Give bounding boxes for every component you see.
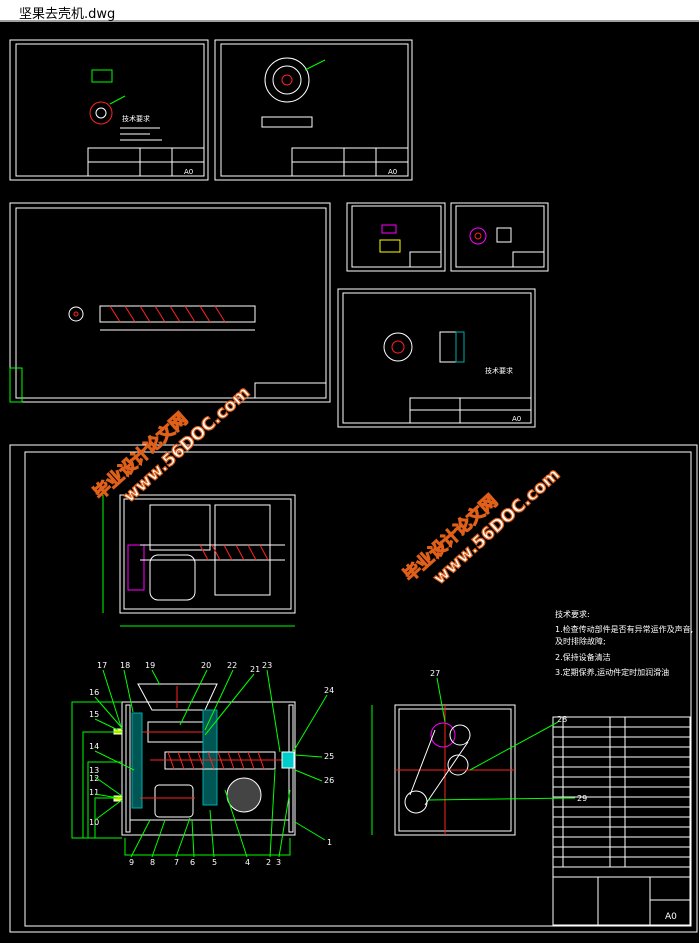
part-label: 28 (557, 715, 567, 724)
part-label: 6 (190, 858, 195, 867)
part-label: 10 (89, 818, 99, 827)
part-label: 21 (250, 665, 260, 674)
part-label: 2 (266, 858, 271, 867)
cad-drawing[interactable]: 技术要求 A0 A0 (0, 24, 699, 939)
part-label: 14 (89, 742, 99, 751)
side-view (371, 704, 516, 836)
tech-item: 及时排除故障; (555, 636, 606, 646)
drawing-canvas[interactable]: 技术要求 A0 A0 (0, 24, 699, 939)
sheet-assembly[interactable]: A0 技术要求: 1.检查传动部件是否有异常运作及声音, 及时排除故障; 2.保… (9, 444, 698, 933)
tech-title: 技术要求: (555, 609, 590, 619)
main-sheet-size: A0 (665, 912, 677, 922)
part-label: 12 (89, 774, 99, 783)
sheet-6[interactable]: 技术要求 A0 (337, 288, 536, 428)
tech-item: 2.保持设备清洁 (555, 652, 611, 662)
part-label: 9 (129, 858, 134, 867)
title-bar: 坚果去壳机.dwg (0, 0, 699, 22)
part-label: 27 (430, 669, 440, 678)
tech-item: 3.定期保养,运动件定时加润滑油 (555, 667, 669, 677)
sheet-1[interactable]: 技术要求 A0 (9, 39, 209, 181)
part-labels: 1 2 3 4 5 6 7 8 9 10 11 12 13 14 15 16 1… (89, 661, 587, 867)
part-label: 16 (89, 688, 99, 697)
part-label: 1 (327, 838, 332, 847)
part-label: 23 (262, 661, 272, 670)
part-label: 20 (201, 661, 211, 670)
sheet-5[interactable] (450, 202, 549, 272)
sheet1-size: A0 (184, 168, 193, 176)
document-title: 坚果去壳机.dwg (19, 7, 116, 22)
part-label: 7 (174, 858, 179, 867)
part-label: 3 (276, 858, 281, 867)
part-label: 22 (227, 661, 237, 670)
sheet6-size: A0 (512, 415, 521, 423)
part-label: 13 (89, 766, 99, 775)
watermark-2: 毕业设计论文网 www.56DOC.com (399, 464, 565, 589)
part-label: 15 (89, 710, 99, 719)
part-label: 18 (120, 661, 130, 670)
part-label: 4 (245, 858, 250, 867)
sheet2-size: A0 (388, 168, 397, 176)
part-label: 5 (212, 858, 217, 867)
tech-item: 1.检查传动部件是否有异常运作及声音, (555, 624, 693, 634)
part-label: 19 (145, 661, 155, 670)
part-label: 25 (324, 752, 334, 761)
tech-requirements: 技术要求: 1.检查传动部件是否有异常运作及声音, 及时排除故障; 2.保持设备… (555, 609, 693, 677)
sheet-2[interactable]: A0 (214, 39, 413, 181)
sheet-4[interactable] (346, 202, 446, 272)
sheet6-notes-title: 技术要求 (485, 366, 513, 375)
part-label: 26 (324, 776, 334, 785)
part-label: 8 (150, 858, 155, 867)
parts-table: A0 (552, 716, 691, 926)
leader-lines (94, 669, 576, 858)
front-view (71, 683, 296, 856)
part-label: 11 (89, 788, 99, 797)
part-label: 24 (324, 686, 334, 695)
part-label: 17 (97, 661, 107, 670)
sheet1-notes-title: 技术要求 (122, 114, 150, 123)
part-label: 29 (577, 794, 587, 803)
watermark-1: 毕业设计论文网 www.56DOC.com (89, 382, 255, 507)
top-view (102, 494, 296, 627)
sheet-3[interactable] (9, 202, 331, 403)
